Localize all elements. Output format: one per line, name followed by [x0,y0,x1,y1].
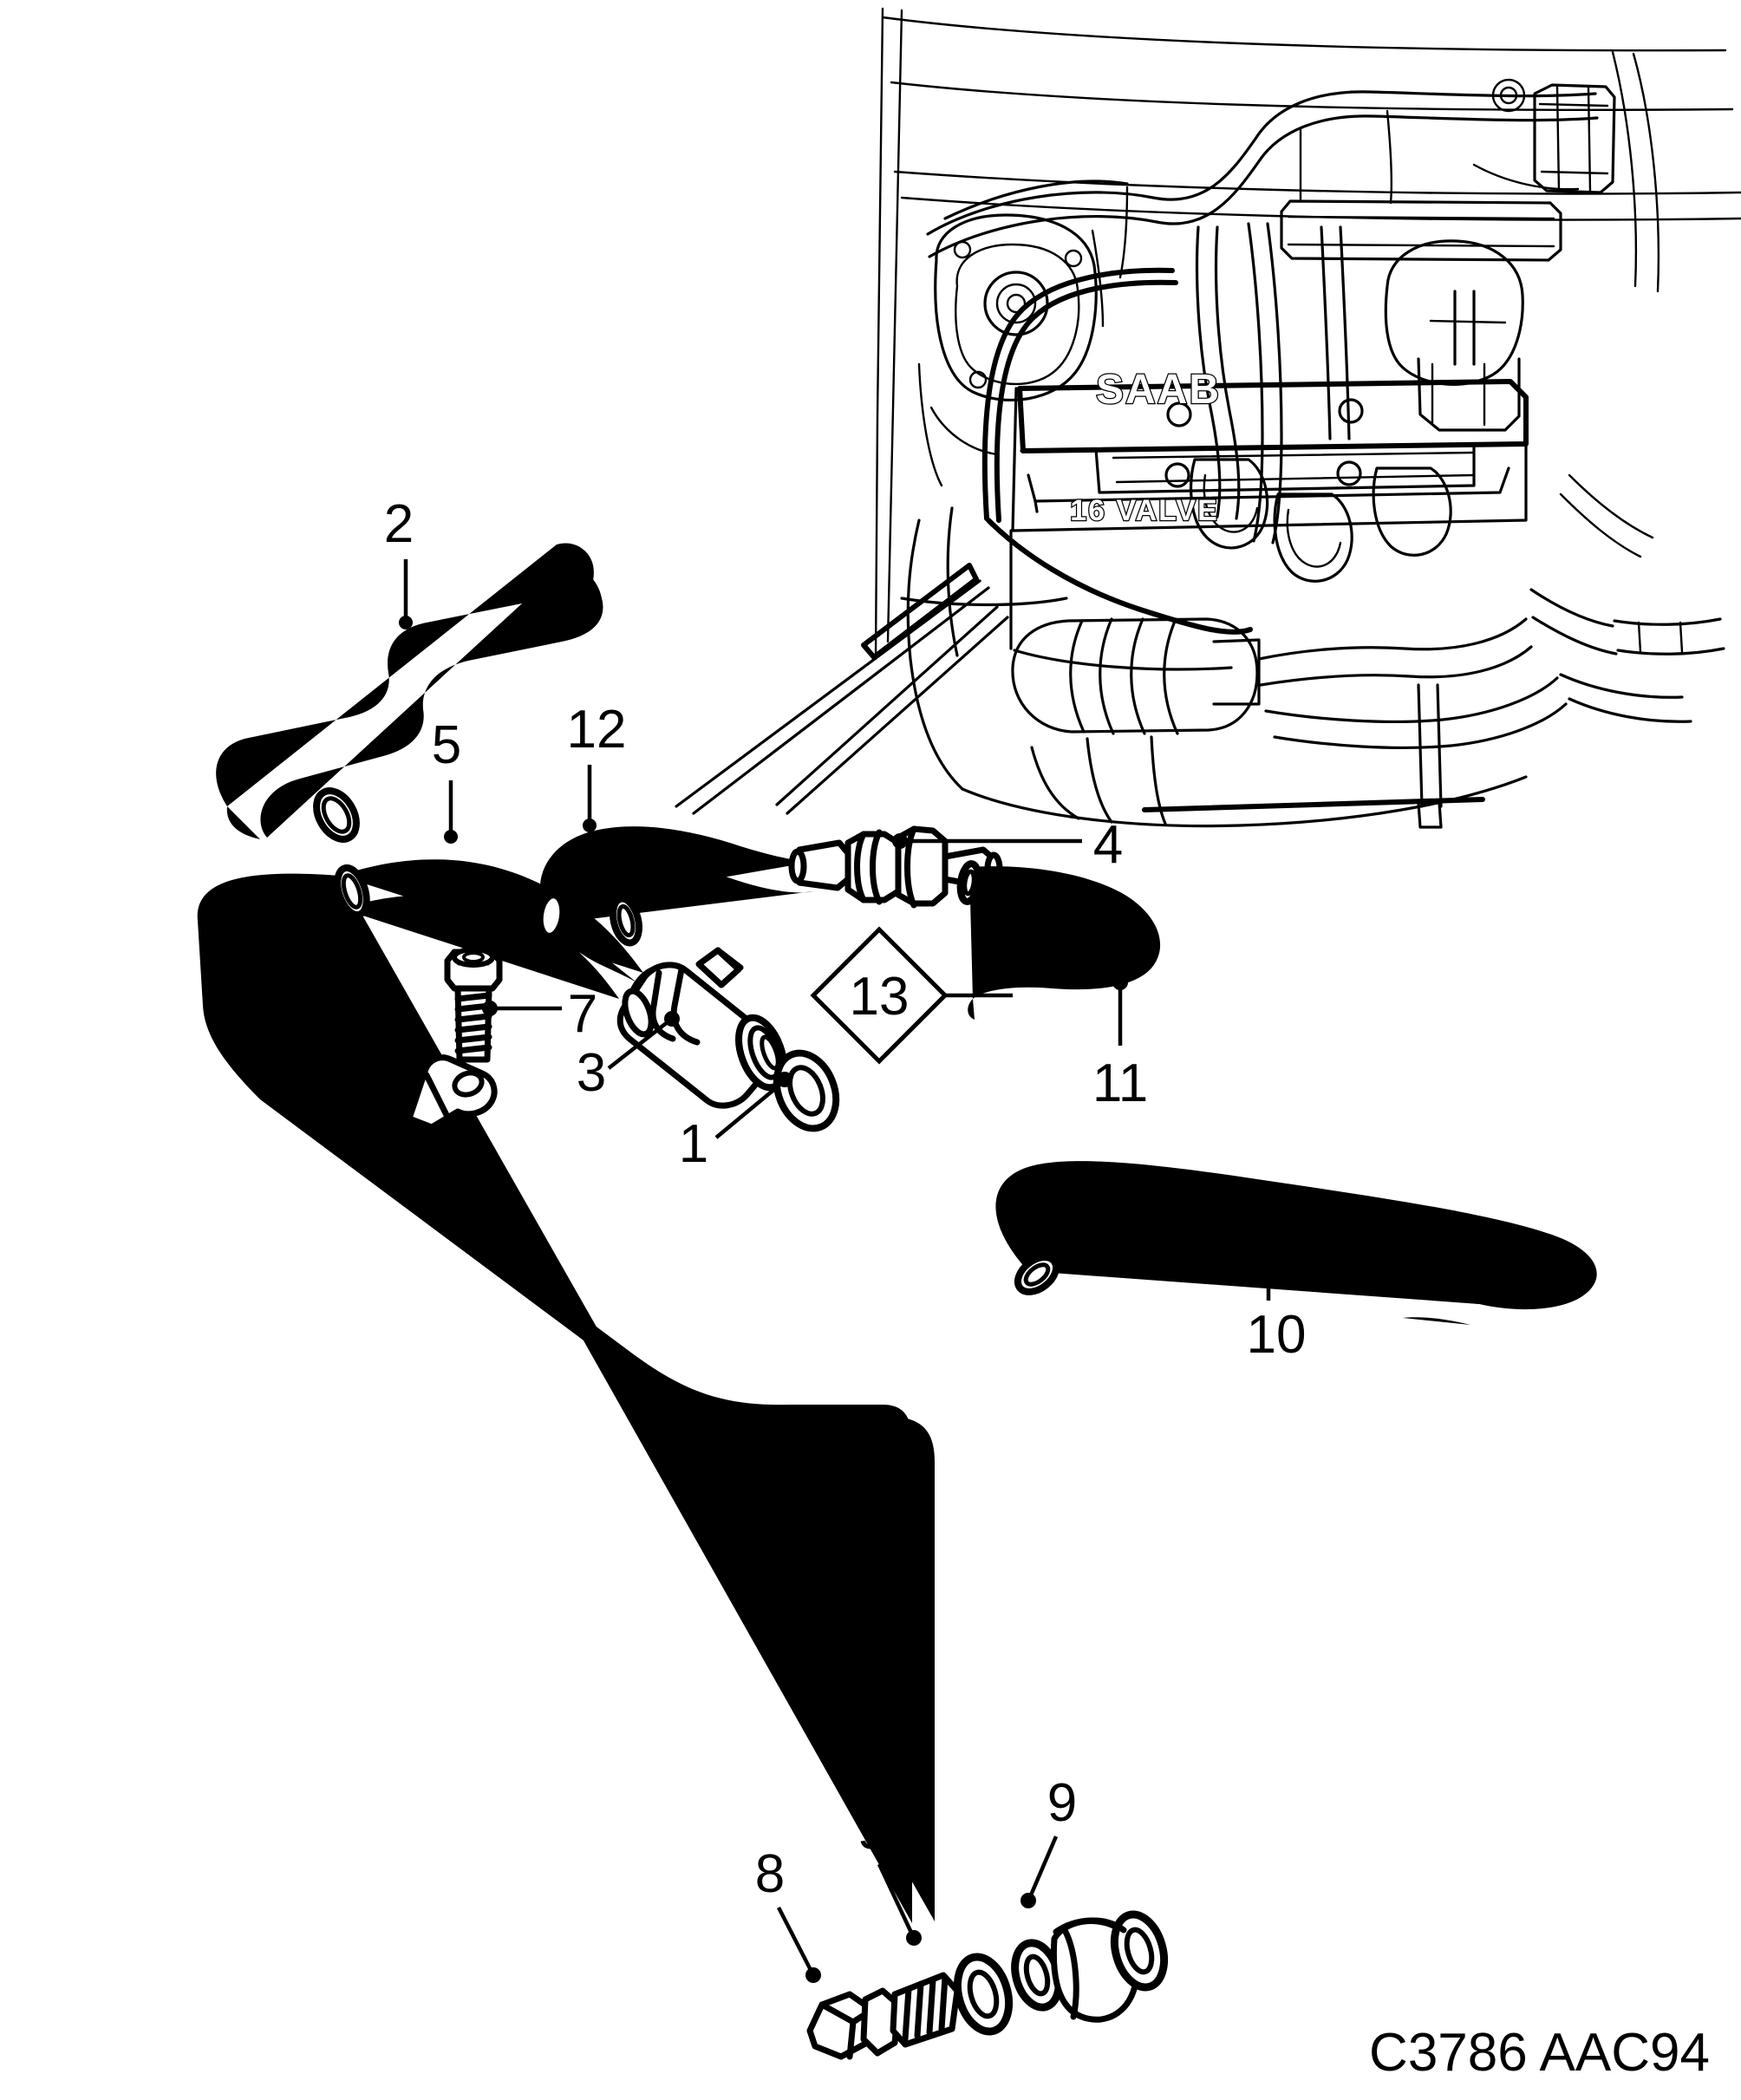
part-8-banjo-bolt [806,1972,961,2060]
part-9-sealing-washers [953,1910,1169,2036]
callout-leader-5 [444,780,458,844]
callout-label-2: 2 [384,494,414,554]
callout-leader-8 [776,1906,821,1983]
part-1-sealing-ring [773,1049,840,1132]
callout-label-5: 5 [432,715,461,775]
callout-label-1: 1 [679,1114,708,1174]
engine-bay-illustration: SAAB 16 VALVE [675,7,1741,829]
diagram-caption: C3786 AAC94 [1369,2023,1710,2083]
callout-leader-9-left [877,1863,922,1946]
callout-label-4: 4 [1093,815,1123,875]
callout-leader-3 [607,1011,680,1070]
callout-label-13: 13 [850,967,910,1027]
callout-label-10: 10 [1247,1305,1307,1365]
callout-leader-2 [399,559,413,629]
callout-leader-10 [1261,1242,1276,1301]
callout-leader-9-right [1020,1836,1059,1908]
valve-cover-emboss: 16 VALVE [1070,494,1219,527]
hose-part-2 [216,543,603,843]
hose-part-12 [956,860,1161,1020]
part-3-oil-separator [616,947,787,1109]
part-7-screw [444,947,503,1063]
callout-badge-13 [810,926,949,1065]
callout-label-11: 12 [567,700,627,760]
callout-label-9-left: 9 [857,1801,887,1861]
callout-label-9-right: 9 [1047,1773,1077,1833]
hose-part-10 [995,1161,1597,1325]
hose-part-11 [536,826,822,992]
callout-leader-1 [714,1072,792,1139]
callout-leader-6 [834,1514,903,1529]
callout-leader-4 [892,833,1082,849]
callout-label-8: 8 [755,1844,785,1904]
callout-label-12: 11 [1092,1053,1148,1113]
callout-label-7: 7 [568,984,597,1044]
engine-brand-emboss: SAAB [1096,367,1221,413]
hose-part-5 [197,859,936,1923]
hose-bracket-tab [406,1054,498,1131]
callout-leader-11 [583,765,597,832]
callout-leader-12 [1112,975,1128,1046]
callout-label-3: 3 [577,1043,606,1103]
callout-leader-7 [482,1001,562,1016]
callout-label-6: 6 [792,1504,821,1564]
